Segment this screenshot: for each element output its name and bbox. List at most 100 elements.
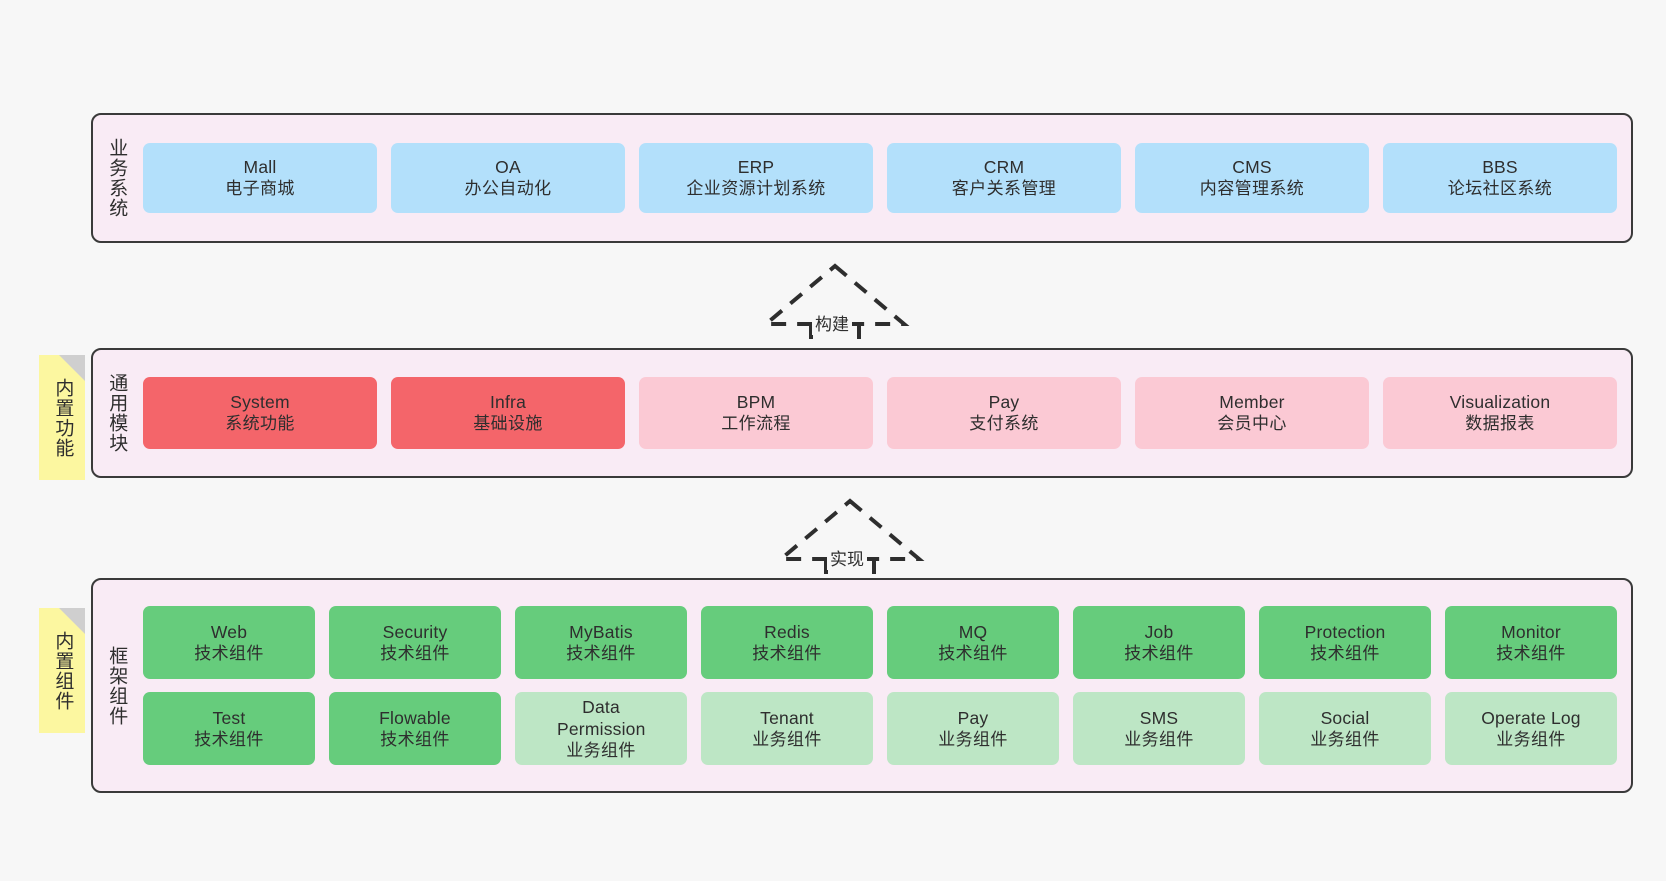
card-web-en: Web bbox=[210, 621, 248, 642]
card-job[interactable]: Job 技术组件 bbox=[1073, 606, 1245, 679]
card-monitor-cn: 技术组件 bbox=[1496, 643, 1566, 663]
card-erp-en: ERP bbox=[737, 157, 775, 178]
card-sms[interactable]: SMS 业务组件 bbox=[1073, 692, 1245, 765]
card-protection-cn: 技术组件 bbox=[1310, 643, 1380, 663]
connector-build: 构建 bbox=[760, 262, 910, 352]
card-flowable-en: Flowable bbox=[379, 707, 451, 728]
sticky-note-builtin-component: 内置组件 bbox=[39, 608, 85, 733]
common-module-card-row: System 系统功能 Infra 基础设施 BPM 工作流程 Pay 支付系统… bbox=[143, 377, 1617, 449]
framework-business-row: Test 技术组件 Flowable 技术组件 Data Permission … bbox=[143, 692, 1617, 765]
card-mall-cn: 电子商城 bbox=[225, 179, 295, 199]
card-tenant-en: Tenant bbox=[760, 707, 814, 728]
card-operate-log-cn: 业务组件 bbox=[1496, 729, 1566, 749]
card-flowable-cn: 技术组件 bbox=[380, 729, 450, 749]
card-test-en: Test bbox=[212, 707, 246, 728]
card-protection-en: Protection bbox=[1304, 621, 1386, 642]
card-cms-en: CMS bbox=[1232, 157, 1272, 178]
card-tenant-cn: 业务组件 bbox=[752, 729, 822, 749]
layer-title-business-system: 业务系统 bbox=[106, 138, 128, 218]
card-erp[interactable]: ERP 企业资源计划系统 bbox=[639, 143, 873, 213]
card-visualization-en: Visualization bbox=[1449, 392, 1551, 413]
card-infra-cn: 基础设施 bbox=[473, 414, 543, 434]
card-redis-en: Redis bbox=[764, 621, 810, 642]
card-web-cn: 技术组件 bbox=[194, 643, 264, 663]
card-test[interactable]: Test 技术组件 bbox=[143, 692, 315, 765]
card-bbs-cn: 论坛社区系统 bbox=[1447, 179, 1553, 199]
connector-build-label: 构建 bbox=[812, 310, 852, 335]
layer-body-common-module: System 系统功能 Infra 基础设施 BPM 工作流程 Pay 支付系统… bbox=[139, 350, 1631, 476]
sticky-fold-corner-icon-2 bbox=[59, 608, 85, 634]
card-job-en: Job bbox=[1144, 621, 1174, 642]
card-crm-cn: 客户关系管理 bbox=[951, 179, 1057, 199]
card-security-cn: 技术组件 bbox=[380, 643, 450, 663]
card-cms-cn: 内容管理系统 bbox=[1199, 179, 1305, 199]
card-tenant[interactable]: Tenant 业务组件 bbox=[701, 692, 873, 765]
card-mq-en: MQ bbox=[958, 621, 988, 642]
card-data-permission[interactable]: Data Permission 业务组件 bbox=[515, 692, 687, 765]
card-system-en: System bbox=[230, 392, 290, 413]
card-oa-cn: 办公自动化 bbox=[464, 179, 552, 199]
card-system-cn: 系统功能 bbox=[225, 414, 295, 434]
card-mq-cn: 技术组件 bbox=[938, 643, 1008, 663]
sticky-note-builtin-feature-label: 内置功能 bbox=[52, 377, 74, 458]
card-mybatis-cn: 技术组件 bbox=[566, 643, 636, 663]
card-member[interactable]: Member 会员中心 bbox=[1135, 377, 1369, 449]
card-mybatis-en: MyBatis bbox=[569, 621, 633, 642]
sticky-note-builtin-component-label: 内置组件 bbox=[52, 630, 74, 711]
card-mall[interactable]: Mall 电子商城 bbox=[143, 143, 377, 213]
card-pay-component-en: Pay bbox=[957, 707, 989, 728]
card-visualization[interactable]: Visualization 数据报表 bbox=[1383, 377, 1617, 449]
card-oa-en: OA bbox=[495, 157, 521, 178]
connector-implement-label: 实现 bbox=[827, 545, 867, 570]
business-system-card-row: Mall 电子商城 OA 办公自动化 ERP 企业资源计划系统 CRM 客户关系… bbox=[143, 143, 1617, 213]
card-data-permission-en: Data Permission bbox=[557, 696, 646, 739]
card-sms-en: SMS bbox=[1139, 707, 1179, 728]
card-member-en: Member bbox=[1219, 392, 1285, 413]
card-bbs[interactable]: BBS 论坛社区系统 bbox=[1383, 143, 1617, 213]
card-bpm-cn: 工作流程 bbox=[721, 414, 791, 434]
card-social[interactable]: Social 业务组件 bbox=[1259, 692, 1431, 765]
card-social-en: Social bbox=[1320, 707, 1370, 728]
layer-common-module: 通用模块 System 系统功能 Infra 基础设施 BPM 工作流程 Pay… bbox=[91, 348, 1633, 478]
card-job-cn: 技术组件 bbox=[1124, 643, 1194, 663]
card-redis[interactable]: Redis 技术组件 bbox=[701, 606, 873, 679]
card-protection[interactable]: Protection 技术组件 bbox=[1259, 606, 1431, 679]
card-bpm[interactable]: BPM 工作流程 bbox=[639, 377, 873, 449]
card-cms[interactable]: CMS 内容管理系统 bbox=[1135, 143, 1369, 213]
card-pay-component[interactable]: Pay 业务组件 bbox=[887, 692, 1059, 765]
connector-implement-arrow-icon bbox=[775, 498, 925, 587]
card-monitor[interactable]: Monitor 技术组件 bbox=[1445, 606, 1617, 679]
card-redis-cn: 技术组件 bbox=[752, 643, 822, 663]
card-social-cn: 业务组件 bbox=[1310, 729, 1380, 749]
connector-implement: 实现 bbox=[775, 497, 925, 587]
layer-body-framework-component: Web 技术组件 Security 技术组件 MyBatis 技术组件 Redi… bbox=[139, 580, 1631, 791]
card-web[interactable]: Web 技术组件 bbox=[143, 606, 315, 679]
connector-build-arrow-icon bbox=[760, 263, 910, 352]
sticky-fold-corner-icon bbox=[59, 355, 85, 381]
card-crm[interactable]: CRM 客户关系管理 bbox=[887, 143, 1121, 213]
card-test-cn: 技术组件 bbox=[194, 729, 264, 749]
layer-title-framework-component: 框架组件 bbox=[106, 645, 128, 726]
card-mq[interactable]: MQ 技术组件 bbox=[887, 606, 1059, 679]
layer-framework-component: 框架组件 Web 技术组件 Security 技术组件 MyBatis 技术组件… bbox=[91, 578, 1633, 793]
card-pay-module[interactable]: Pay 支付系统 bbox=[887, 377, 1121, 449]
card-pay-module-cn: 支付系统 bbox=[969, 414, 1039, 434]
card-mybatis[interactable]: MyBatis 技术组件 bbox=[515, 606, 687, 679]
card-bbs-en: BBS bbox=[1482, 157, 1518, 178]
card-infra[interactable]: Infra 基础设施 bbox=[391, 377, 625, 449]
card-security-en: Security bbox=[382, 621, 448, 642]
card-security[interactable]: Security 技术组件 bbox=[329, 606, 501, 679]
card-pay-component-cn: 业务组件 bbox=[938, 729, 1008, 749]
card-oa[interactable]: OA 办公自动化 bbox=[391, 143, 625, 213]
card-erp-cn: 企业资源计划系统 bbox=[686, 179, 826, 199]
framework-tech-row: Web 技术组件 Security 技术组件 MyBatis 技术组件 Redi… bbox=[143, 606, 1617, 679]
card-infra-en: Infra bbox=[489, 392, 527, 413]
sticky-note-builtin-feature: 内置功能 bbox=[39, 355, 85, 480]
layer-body-business-system: Mall 电子商城 OA 办公自动化 ERP 企业资源计划系统 CRM 客户关系… bbox=[139, 115, 1631, 241]
card-crm-en: CRM bbox=[983, 157, 1025, 178]
card-flowable[interactable]: Flowable 技术组件 bbox=[329, 692, 501, 765]
layer-title-common-module: 通用模块 bbox=[106, 373, 128, 453]
card-monitor-en: Monitor bbox=[1501, 621, 1561, 642]
card-operate-log[interactable]: Operate Log 业务组件 bbox=[1445, 692, 1617, 765]
card-system[interactable]: System 系统功能 bbox=[143, 377, 377, 449]
